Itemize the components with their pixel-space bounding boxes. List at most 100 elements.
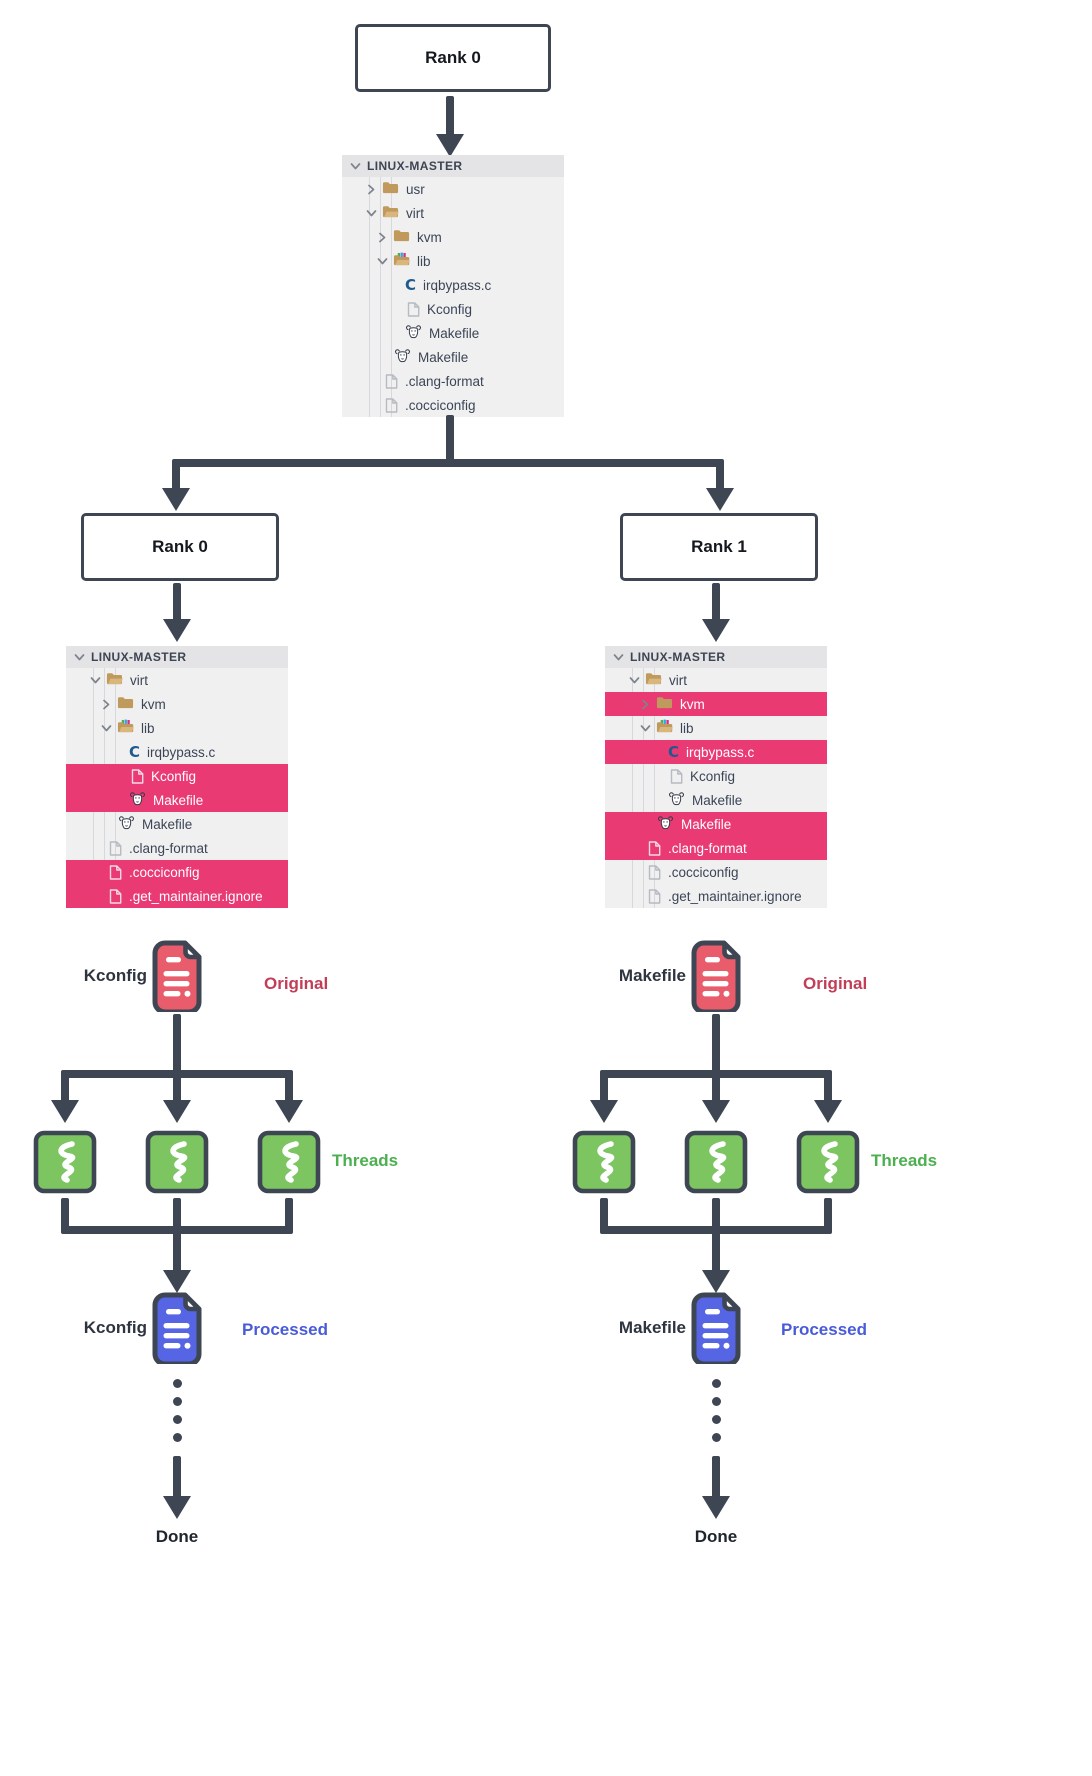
chevron-down-icon[interactable] [366, 208, 377, 219]
chevron-down-icon[interactable] [629, 675, 640, 686]
processed-label: Processed [781, 1320, 867, 1339]
tree-header[interactable]: LINUX-MASTER [605, 646, 827, 668]
tree-row[interactable]: kvm [66, 692, 288, 716]
connector [285, 1198, 293, 1234]
tree-row[interactable]: virt [342, 201, 564, 225]
ellipsis-dot [711, 1397, 721, 1406]
arrow-rank-to-tree [173, 583, 181, 621]
file-icon [407, 301, 420, 317]
tree-row[interactable]: lib [66, 716, 288, 740]
threads-label: Threads [332, 1151, 399, 1170]
processed-label: Processed [242, 1320, 328, 1339]
chevron-right-icon[interactable] [366, 184, 377, 195]
connector-stub [173, 1226, 181, 1274]
connector [600, 1198, 608, 1234]
tree-row-highlighted[interactable]: .get_maintainer.ignore [66, 884, 288, 908]
gnu-icon [118, 814, 135, 834]
c-file-icon: C [668, 742, 680, 761]
connector [600, 1070, 608, 1102]
thread-icon [145, 1130, 209, 1194]
chevron-right-icon[interactable] [101, 699, 112, 710]
chevron-right-icon[interactable] [377, 232, 388, 243]
document-processed-icon [688, 1292, 744, 1364]
tree-row-highlighted[interactable]: kvm [605, 692, 827, 716]
tree-row[interactable]: .get_maintainer.ignore [605, 884, 827, 908]
chevron-down-icon[interactable] [377, 256, 388, 267]
ellipsis-dot [711, 1415, 721, 1424]
connector [285, 1070, 293, 1102]
tree-row[interactable]: Makefile [66, 812, 288, 836]
tree-title: LINUX-MASTER [91, 650, 187, 664]
file-icon [109, 840, 122, 856]
tree-row[interactable]: .cocciconfig [605, 860, 827, 884]
arrow-rank-to-tree [712, 583, 720, 621]
tree-row[interactable]: lib [605, 716, 827, 740]
arrow-head [51, 1100, 79, 1123]
chevron-down-icon[interactable] [90, 675, 101, 686]
chevron-down-icon [350, 161, 361, 172]
tree-row[interactable]: Makefile [342, 345, 564, 369]
tree-row[interactable]: .clang-format [342, 369, 564, 393]
arrow-head [702, 619, 730, 642]
tree-title: LINUX-MASTER [367, 159, 463, 173]
done-label: Done [155, 1527, 199, 1546]
tree-row[interactable]: Makefile [342, 321, 564, 345]
ellipsis-dot [172, 1379, 182, 1388]
ellipsis-dot [172, 1415, 182, 1424]
tree-row-highlighted[interactable]: Kconfig [66, 764, 288, 788]
tree-row[interactable]: .cocciconfig [342, 393, 564, 417]
tree-header[interactable]: LINUX-MASTER [66, 646, 288, 668]
arrow-head [702, 1496, 730, 1519]
arrow-head [163, 619, 191, 642]
connector [61, 1070, 69, 1102]
processed-file-name: Makefile [618, 1318, 686, 1337]
ellipsis-dot [172, 1433, 182, 1442]
arrow-head [275, 1100, 303, 1123]
tree-row[interactable]: .clang-format [66, 836, 288, 860]
tree-row[interactable]: Kconfig [605, 764, 827, 788]
tree-row[interactable]: virt [66, 668, 288, 692]
tree-header[interactable]: LINUX-MASTER [342, 155, 564, 177]
chevron-down-icon[interactable] [640, 723, 651, 734]
connector [712, 1070, 720, 1102]
tree-row-highlighted[interactable]: C irqbypass.c [605, 740, 827, 764]
arrow-to-done [712, 1456, 720, 1498]
connector [824, 1198, 832, 1234]
tree-row[interactable]: kvm [342, 225, 564, 249]
connector-stub [446, 415, 454, 463]
folder-lib-icon [117, 719, 134, 737]
tree-row[interactable]: usr [342, 177, 564, 201]
chevron-right-icon[interactable] [640, 699, 651, 710]
connector-bar [172, 459, 724, 467]
file-tree-rank0: LINUX-MASTER virt kvm lib C irqbypass.c [66, 646, 288, 908]
tree-row-highlighted[interactable]: Makefile [605, 812, 827, 836]
tree-row-highlighted[interactable]: .cocciconfig [66, 860, 288, 884]
file-icon [648, 888, 661, 904]
file-icon [648, 864, 661, 880]
tree-row[interactable]: lib [342, 249, 564, 273]
ellipsis-dot [711, 1379, 721, 1388]
document-processed-icon [149, 1292, 205, 1364]
tree-row[interactable]: virt [605, 668, 827, 692]
file-tree-rank1: LINUX-MASTER virt kvm lib C irqbypass.c [605, 646, 827, 908]
connector [173, 1070, 181, 1102]
gnu-icon [129, 790, 146, 810]
threads-label: Threads [871, 1151, 938, 1170]
original-file-name: Makefile [618, 966, 686, 985]
folder-closed-icon [382, 180, 399, 198]
tree-row-highlighted[interactable]: .clang-format [605, 836, 827, 860]
chevron-down-icon[interactable] [101, 723, 112, 734]
root-rank-label: Rank 0 [425, 48, 481, 67]
folder-open-icon [645, 671, 662, 689]
tree-row-highlighted[interactable]: Makefile [66, 788, 288, 812]
chevron-down-icon [74, 652, 85, 663]
folder-closed-icon [117, 695, 134, 713]
tree-row[interactable]: Kconfig [342, 297, 564, 321]
tree-row[interactable]: C irqbypass.c [405, 275, 492, 294]
tree-row[interactable]: Makefile [605, 788, 827, 812]
file-icon [109, 888, 122, 904]
root-rank-node: Rank 0 [355, 24, 551, 92]
tree-row[interactable]: C irqbypass.c [129, 742, 216, 761]
arrow-head [436, 134, 464, 157]
